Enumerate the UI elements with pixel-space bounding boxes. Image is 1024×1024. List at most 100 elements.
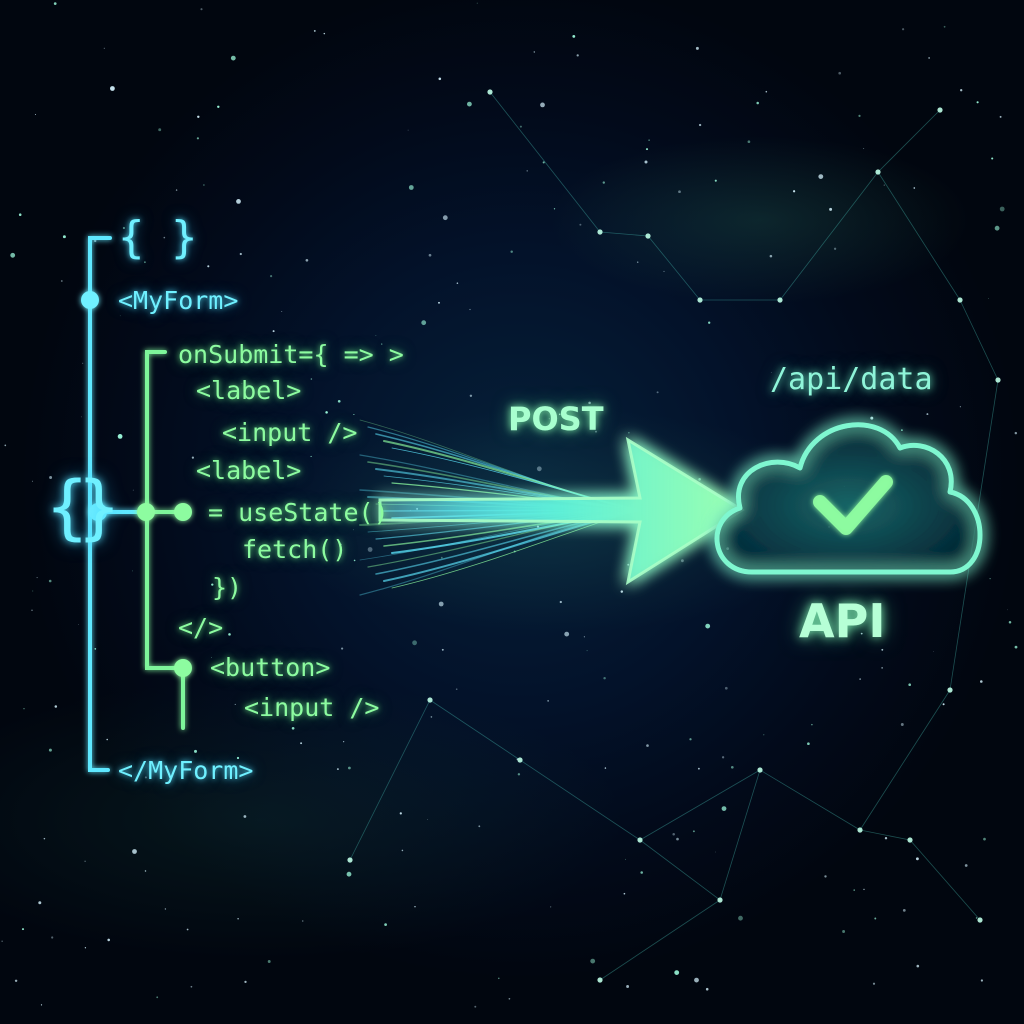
star — [991, 157, 994, 160]
star — [624, 858, 626, 860]
star — [689, 738, 692, 741]
star — [234, 703, 236, 705]
star — [603, 676, 606, 680]
star — [1, 940, 3, 942]
star — [194, 749, 197, 753]
star — [645, 148, 649, 151]
star — [158, 128, 162, 132]
star — [106, 738, 109, 741]
star — [325, 411, 328, 414]
star — [40, 1004, 43, 1006]
star — [401, 849, 404, 852]
star — [730, 765, 734, 769]
star — [414, 905, 416, 908]
star — [708, 321, 711, 324]
star — [305, 258, 309, 262]
star — [1014, 645, 1018, 649]
star — [62, 235, 66, 239]
constellation-line — [877, 109, 941, 173]
side-brace-right: } — [78, 466, 120, 548]
constellation-node — [977, 917, 983, 923]
star — [926, 413, 929, 416]
star — [942, 703, 945, 706]
star — [959, 406, 962, 408]
star — [144, 261, 146, 264]
star — [724, 686, 728, 690]
star — [902, 909, 906, 912]
star — [399, 812, 402, 815]
star — [747, 140, 751, 144]
star — [1014, 431, 1018, 435]
star — [1008, 621, 1012, 624]
star — [705, 987, 709, 991]
constellation-node — [637, 837, 643, 843]
star — [627, 563, 630, 566]
star — [792, 190, 796, 193]
star — [640, 871, 643, 874]
star — [54, 705, 58, 708]
constellation-line — [429, 699, 521, 761]
star — [853, 889, 855, 891]
star — [626, 985, 630, 988]
star — [18, 213, 22, 216]
star — [38, 901, 42, 905]
star — [474, 1005, 477, 1008]
star — [353, 413, 355, 416]
star — [421, 320, 427, 326]
star — [353, 559, 356, 562]
star — [239, 252, 242, 256]
star — [916, 964, 920, 968]
star — [49, 476, 53, 479]
star — [164, 908, 167, 910]
star — [476, 2, 478, 4]
code-fetch: fetch() — [242, 535, 348, 564]
constellation-node — [645, 233, 651, 239]
constellation-line — [719, 769, 761, 901]
star — [82, 362, 84, 364]
star — [714, 179, 717, 182]
constellation-line — [877, 171, 961, 301]
star — [498, 977, 500, 980]
star — [144, 870, 147, 872]
star — [590, 958, 596, 964]
star — [926, 383, 927, 384]
star — [456, 282, 459, 284]
constellation-line — [349, 699, 431, 861]
star — [763, 734, 765, 736]
star — [872, 982, 876, 985]
star — [84, 860, 86, 862]
star — [811, 723, 813, 726]
star — [103, 47, 105, 49]
star — [211, 657, 212, 659]
star — [672, 833, 675, 836]
star — [695, 46, 699, 50]
star — [588, 401, 591, 405]
star — [132, 849, 137, 854]
code-use-state: = useState() — [208, 498, 389, 527]
constellation-line — [489, 91, 601, 233]
star — [211, 583, 214, 586]
star — [508, 997, 511, 1000]
star — [478, 825, 481, 828]
star — [43, 837, 46, 840]
star — [119, 315, 121, 317]
star — [698, 478, 701, 481]
star — [533, 51, 536, 53]
star — [48, 579, 52, 583]
star — [644, 160, 648, 164]
star — [132, 489, 134, 491]
star — [656, 391, 659, 394]
code-top-braces: { } — [118, 212, 198, 263]
constellation-line — [639, 769, 761, 841]
star — [964, 864, 968, 867]
star — [881, 667, 883, 669]
star — [602, 181, 605, 184]
star — [572, 34, 576, 38]
star — [442, 215, 448, 221]
star — [994, 225, 1000, 231]
star — [191, 456, 194, 459]
side-brace-close: } — [78, 466, 121, 548]
star — [375, 335, 377, 336]
constellation-node — [947, 687, 953, 693]
star — [243, 815, 247, 818]
